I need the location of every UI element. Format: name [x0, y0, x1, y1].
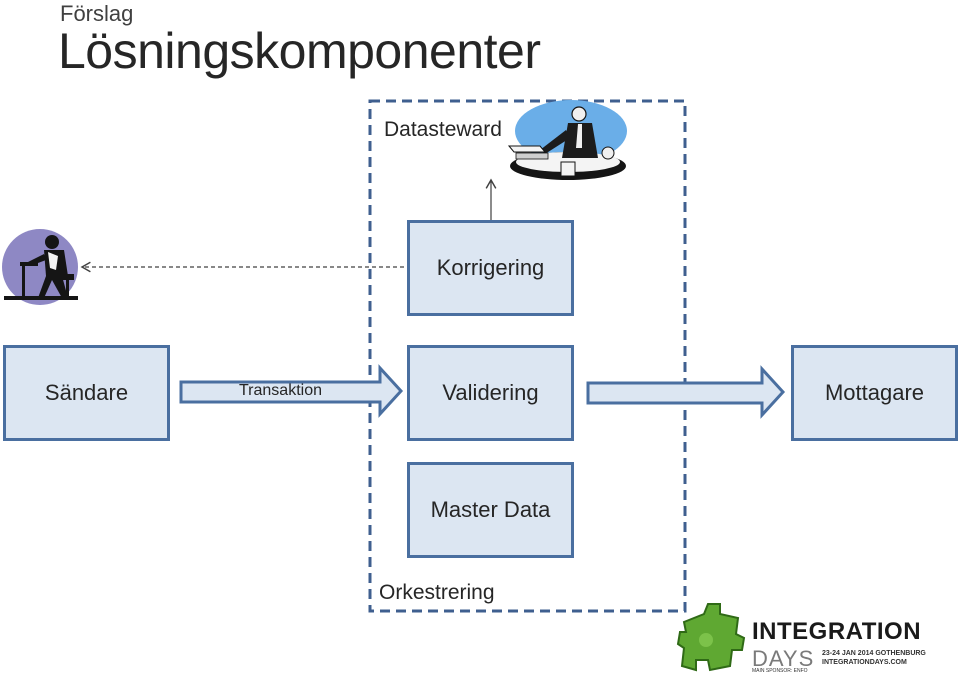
master-data-box: Master Data	[407, 462, 574, 558]
user-clipart-icon	[2, 229, 78, 305]
mottagare-box: Mottagare	[791, 345, 958, 441]
puzzle-piece-icon	[676, 603, 746, 672]
logo-site: INTEGRATIONDAYS.COM	[822, 659, 907, 666]
validering-label: Validering	[442, 380, 539, 405]
transaktion-label: Transaktion	[239, 382, 322, 399]
datasteward-clipart-icon	[507, 100, 627, 180]
sandare-box: Sändare	[3, 345, 170, 441]
datasteward-label: Datasteward	[384, 118, 502, 141]
transaction-block-arrow	[179, 364, 404, 418]
output-block-arrow	[586, 365, 786, 419]
slide-title: Lösningskomponenter	[58, 23, 541, 79]
integration-days-logo: INTEGRATION DAYS 23-24 JAN 2014 GOTHENBU…	[676, 600, 946, 674]
logo-sponsor: MAIN SPONSOR: ENFO	[752, 668, 808, 674]
slide-subtitle: Förslag	[60, 1, 134, 26]
logo-dates: 23-24 JAN 2014 GOTHENBURG	[822, 650, 926, 657]
sandare-label: Sändare	[44, 380, 129, 405]
validering-box: Validering	[407, 345, 574, 441]
logo-wordmark: INTEGRATION	[752, 618, 922, 645]
mottagare-label: Mottagare	[824, 380, 925, 405]
logo-days: DAYS	[752, 646, 815, 671]
orchestration-boundary	[368, 99, 687, 613]
korrigering-box: Korrigering	[407, 220, 574, 316]
korrigering-label: Korrigering	[436, 255, 545, 280]
master-data-label: Master Data	[430, 497, 551, 522]
orkestrering-label: Orkestrering	[379, 581, 495, 604]
